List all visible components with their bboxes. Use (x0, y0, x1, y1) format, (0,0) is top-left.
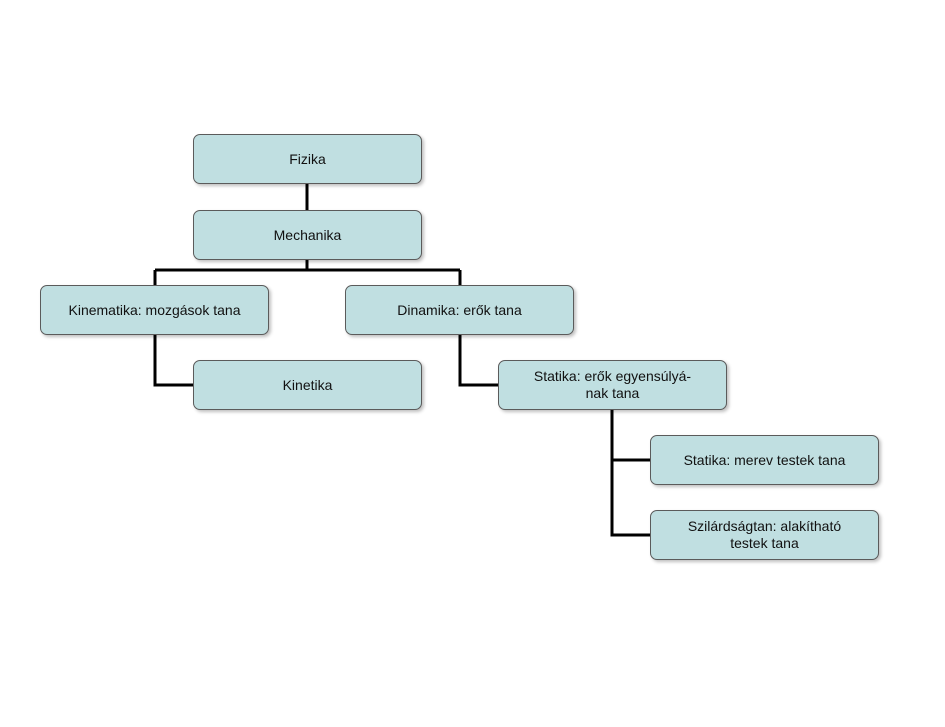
node-szilardsagtan: Szilárdságtan: alakítható testek tana (650, 510, 879, 560)
connector-statika-merev (610, 410, 650, 462)
node-mechanika-label: Mechanika (273, 226, 342, 243)
node-statika-merev-label: Statika: merev testek tana (683, 451, 846, 468)
node-kinetika-label: Kinetika (282, 376, 333, 393)
node-dinamika: Dinamika: erők tana (345, 285, 574, 335)
node-kinetika: Kinetika (193, 360, 422, 410)
connector-kinematika-kinetika (153, 335, 193, 387)
connector-dinamika-statika (458, 335, 498, 387)
connector-statika-szilard (610, 460, 650, 537)
node-statika: Statika: erők egyensúlyá- nak tana (498, 360, 727, 410)
node-dinamika-label: Dinamika: erők tana (397, 301, 522, 318)
node-szilardsagtan-label: Szilárdságtan: alakítható testek tana (687, 518, 842, 551)
node-fizika-label: Fizika (289, 150, 326, 167)
node-mechanika: Mechanika (193, 210, 422, 260)
node-fizika: Fizika (193, 134, 422, 184)
node-kinematika: Kinematika: mozgások tana (40, 285, 269, 335)
node-kinematika-label: Kinematika: mozgások tana (68, 301, 241, 318)
node-statika-label: Statika: erők egyensúlyá- nak tana (533, 368, 692, 401)
node-statika-merev: Statika: merev testek tana (650, 435, 879, 485)
